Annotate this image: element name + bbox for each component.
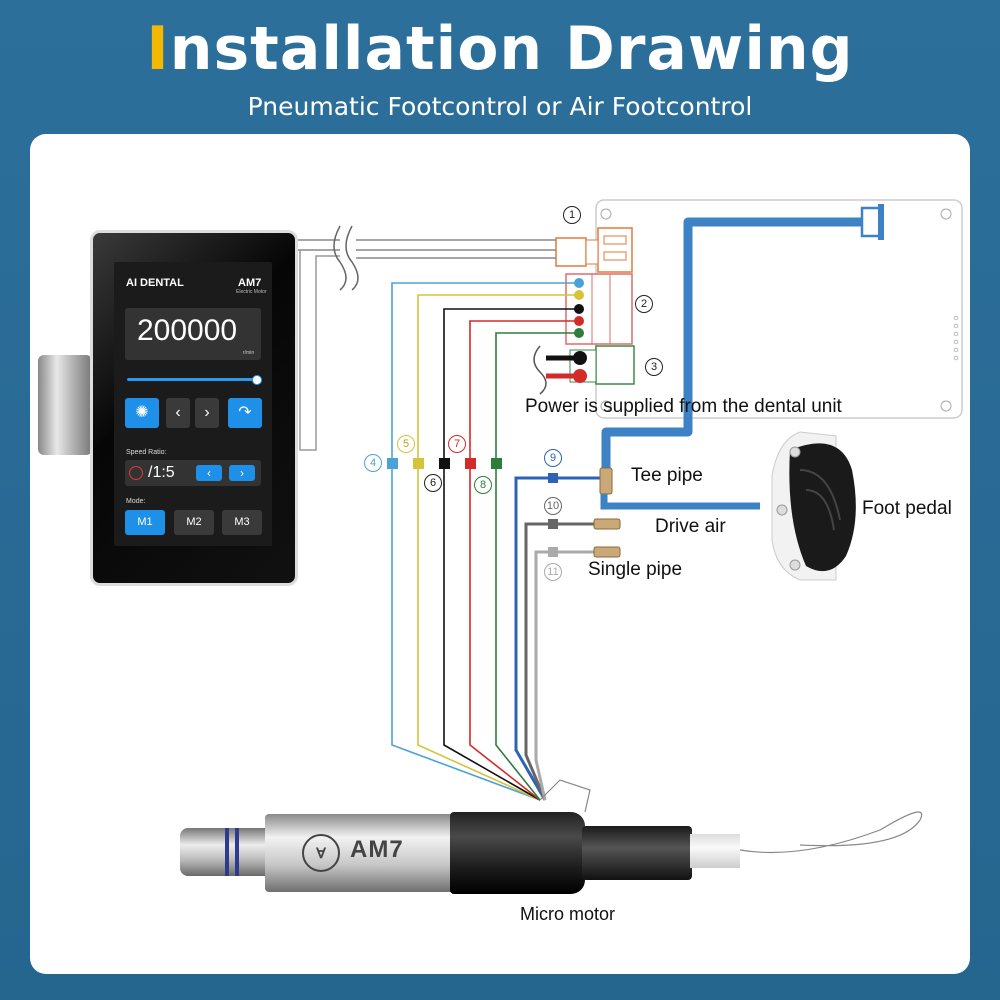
rpm-unit: r/min	[243, 350, 255, 356]
mode-m1-button[interactable]: M1	[125, 510, 165, 535]
pipe-11	[534, 550, 596, 801]
motor-body	[265, 814, 455, 892]
air-hose	[601, 217, 870, 468]
foot-pedal-label: Foot pedal	[862, 498, 952, 519]
light-button[interactable]: ✺	[125, 398, 159, 428]
ratio-prev-button[interactable]: ‹	[196, 465, 222, 481]
tee-pipe-label: Tee pipe	[631, 465, 703, 486]
mode-label: Mode:	[126, 498, 146, 505]
speed-slider-thumb[interactable]	[252, 375, 262, 385]
device-model: AM7	[238, 277, 262, 289]
motor-ring	[235, 828, 239, 876]
rpm-display	[125, 308, 261, 360]
wire-4	[391, 282, 578, 801]
motor-ring	[225, 828, 229, 876]
drive-air-label: Drive air	[655, 516, 726, 537]
rpm-value: 200000	[137, 314, 238, 347]
chevron-left-icon: ‹	[207, 466, 211, 480]
motor-tube	[690, 834, 740, 868]
ratio-value: /1:5	[148, 464, 175, 481]
motor-brand-text: AM7	[350, 836, 404, 863]
speed-slider[interactable]	[127, 378, 258, 381]
wire-7	[469, 320, 578, 801]
single-pipe-label: Single pipe	[588, 559, 683, 580]
marker-11: 11	[544, 563, 562, 581]
marker-6: 6	[424, 474, 442, 492]
increase-button[interactable]: ›	[195, 398, 219, 428]
speed-ratio-label: Speed Ratio:	[126, 449, 167, 456]
marker-9: 9	[544, 449, 562, 467]
page-title: Installation Drawing	[146, 14, 854, 84]
rotate-icon: ↷	[238, 404, 252, 421]
chevron-left-icon: ‹	[175, 404, 181, 421]
marker-7: 7	[448, 435, 466, 453]
pipe-10	[524, 522, 596, 801]
mode-m2-button[interactable]: M2	[174, 510, 214, 535]
connector-1	[597, 227, 633, 273]
wire-8	[495, 332, 578, 801]
motor-tip	[180, 828, 268, 876]
marker-3: 3	[645, 358, 663, 376]
mode-m3-button[interactable]: M3	[222, 510, 262, 535]
light-icon: ✺	[135, 404, 149, 421]
wire-5	[417, 294, 578, 801]
device-knob[interactable]	[38, 355, 92, 455]
motor-logo-icon: Ɐ	[302, 834, 340, 872]
gear-ratio-icon	[129, 466, 143, 480]
marker-2: 2	[635, 295, 653, 313]
direction-button[interactable]: ↷	[228, 398, 262, 428]
decrease-button[interactable]: ‹	[166, 398, 190, 428]
device-brand: AI DENTAL	[126, 277, 184, 289]
marker-1: 1	[563, 206, 581, 224]
chevron-right-icon: ›	[240, 466, 244, 480]
connector-3	[595, 345, 635, 385]
foot-pedal-graphic	[771, 431, 856, 581]
motor-neck	[582, 826, 692, 880]
micro-motor-label: Micro motor	[520, 904, 616, 924]
wire-6	[443, 308, 578, 801]
tee-pipe	[599, 467, 613, 495]
marker-4: 4	[364, 454, 382, 472]
device-model-sub: Electric Motor	[236, 289, 267, 295]
marker-5: 5	[397, 435, 415, 453]
ratio-next-button[interactable]: ›	[229, 465, 255, 481]
marker-10: 10	[544, 497, 562, 515]
chevron-right-icon: ›	[204, 404, 210, 421]
power-label: Power is supplied from the dental unit	[525, 396, 842, 417]
marker-8: 8	[474, 476, 492, 494]
page-subtitle: Pneumatic Footcontrol or Air Footcontrol	[247, 92, 753, 121]
motor-grip	[450, 812, 585, 894]
